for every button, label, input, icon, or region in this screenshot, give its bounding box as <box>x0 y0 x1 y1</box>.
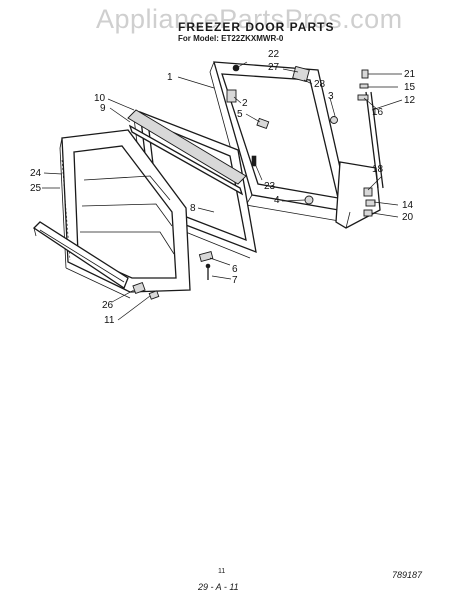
hardware <box>198 64 376 280</box>
callout-25: 25 <box>30 183 42 194</box>
callout-11: 11 <box>104 315 115 326</box>
callout-15: 15 <box>404 82 416 93</box>
callout-7: 7 <box>232 275 238 286</box>
drawing-id: 789187 <box>392 570 423 580</box>
callout-5: 5 <box>237 109 243 120</box>
watermark-text: AppliancePartsPros.com <box>96 4 403 34</box>
hinge-rod <box>365 91 384 189</box>
callout-14: 14 <box>402 200 414 211</box>
model-subtitle: For Model: ET22ZKXMWR-0 <box>178 34 284 43</box>
callout-24: 24 <box>30 168 42 179</box>
callout-23: 23 <box>264 181 276 192</box>
callout-20: 20 <box>402 212 414 223</box>
callout-10: 10 <box>94 93 106 104</box>
shelf-end-caps <box>132 281 160 300</box>
door-liner <box>59 129 191 299</box>
callout-8: 8 <box>190 203 196 214</box>
callout-28: 28 <box>314 79 326 90</box>
page-number: 11 <box>218 568 226 575</box>
callout-22: 22 <box>268 49 280 60</box>
door-outer-panel <box>209 61 351 223</box>
callout-labels: 1 2 3 4 5 6 7 8 9 10 11 12 14 15 16 18 2… <box>30 49 416 326</box>
callout-12: 12 <box>404 95 416 106</box>
diagram-title: FREEZER DOOR PARTS <box>178 20 335 34</box>
callout-4: 4 <box>274 195 280 206</box>
leader-lines <box>42 61 403 321</box>
callout-21: 21 <box>404 69 416 80</box>
callout-2: 2 <box>242 98 248 109</box>
callout-26: 26 <box>102 300 114 311</box>
callout-3: 3 <box>328 91 334 102</box>
callout-1: 1 <box>167 72 173 83</box>
page-code: 29 - A - 11 <box>198 582 239 592</box>
callout-18: 18 <box>372 164 384 175</box>
callout-16: 16 <box>372 107 384 118</box>
callout-6: 6 <box>232 264 238 275</box>
callout-27: 27 <box>268 62 280 73</box>
door-gasket <box>127 109 247 196</box>
door-shelf <box>32 221 129 289</box>
callout-9: 9 <box>100 103 106 114</box>
